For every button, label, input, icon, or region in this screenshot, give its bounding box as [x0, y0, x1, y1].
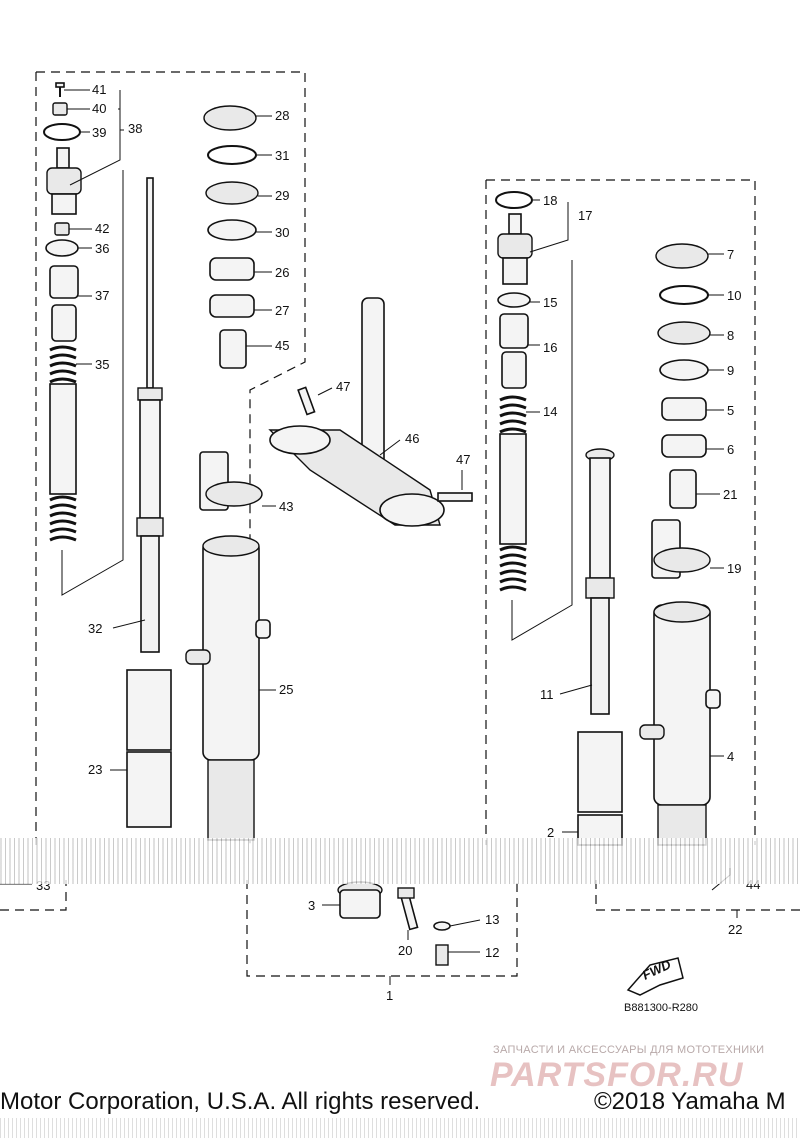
label-22: 22: [728, 922, 742, 937]
label-20: 20: [398, 943, 412, 958]
washer-30: [207, 219, 257, 241]
label-23: 23: [88, 762, 102, 777]
washer-13: [433, 921, 451, 931]
label-38: 38: [128, 121, 142, 136]
seat-15: [497, 292, 531, 308]
seat-36: [45, 239, 79, 257]
fwd-arrow: [626, 957, 684, 996]
damper-rod-11: [585, 448, 615, 715]
label-47b: 47: [456, 452, 470, 467]
label-3: 3: [308, 898, 315, 913]
label-35: 35: [95, 357, 109, 372]
label-1: 1: [386, 988, 393, 1003]
copyright-left: Motor Corporation, U.S.A. All rights res…: [0, 1088, 481, 1115]
part-labels: 41 40 39 38 42 36 37 35 32 23 33 28 31 2…: [36, 82, 760, 1003]
bushing-3: [339, 889, 381, 919]
label-46: 46: [405, 431, 419, 446]
nut-42: [54, 222, 70, 236]
bolt-20-head: [397, 887, 415, 899]
label-40: 40: [92, 101, 106, 116]
guard-19: [651, 519, 711, 579]
copyright-right: ©2018 Yamaha M: [594, 1088, 786, 1115]
damper-rod-32: [136, 177, 164, 653]
label-30: 30: [275, 225, 289, 240]
label-43: 43: [279, 499, 293, 514]
left-fork-parts: [43, 82, 271, 841]
oil-lock-21: [669, 469, 697, 509]
o-ring-18: [495, 191, 533, 209]
reference-code: B881300-R280: [624, 1002, 699, 1014]
label-21: 21: [723, 487, 737, 502]
cap-bolt-17: [497, 213, 533, 285]
label-18: 18: [543, 193, 557, 208]
label-6: 6: [727, 442, 734, 457]
bushing-6: [661, 434, 707, 458]
label-36: 36: [95, 241, 109, 256]
bushing-26: [209, 257, 255, 281]
label-4: 4: [727, 749, 734, 764]
label-37: 37: [95, 288, 109, 303]
watermark-logo: PARTSFOR.RU: [490, 1056, 744, 1094]
seal-28: [203, 105, 257, 131]
fork-spring-35: [49, 345, 77, 542]
label-15: 15: [543, 295, 557, 310]
label-19: 19: [727, 561, 741, 576]
label-47a: 47: [336, 379, 350, 394]
outer-tube-4: [639, 601, 721, 846]
label-29: 29: [275, 188, 289, 203]
label-17: 17: [578, 208, 592, 223]
label-26: 26: [275, 265, 289, 280]
oil-lock-45: [219, 329, 247, 369]
label-9: 9: [727, 363, 734, 378]
guard-43: [199, 451, 263, 511]
label-12: 12: [485, 945, 499, 960]
piece-23a: [126, 669, 172, 751]
label-5: 5: [727, 403, 734, 418]
scan-noise-band: [0, 838, 800, 884]
label-8: 8: [727, 328, 734, 343]
piece-23b: [126, 751, 172, 828]
cap-bolt-38: [46, 147, 82, 215]
spacer-37: [49, 265, 79, 342]
bushing-5: [661, 397, 707, 421]
seal-7: [655, 243, 709, 269]
nut-40: [52, 102, 68, 116]
fork-spring-14: [499, 395, 527, 592]
leader-lines: [0, 89, 738, 985]
bolt-12: [435, 944, 449, 966]
right-fork-parts: [495, 191, 721, 846]
scan-noise-band-bottom: [0, 1118, 800, 1138]
clip-10: [659, 285, 709, 305]
label-13: 13: [485, 912, 499, 927]
spacer-16: [499, 313, 529, 389]
label-11: 11: [540, 687, 554, 702]
seal-29: [205, 181, 259, 205]
label-39: 39: [92, 125, 106, 140]
under-bracket-46: [268, 297, 473, 527]
label-27: 27: [275, 303, 289, 318]
bushing-27: [209, 294, 255, 318]
label-42: 42: [95, 221, 109, 236]
label-32: 32: [88, 621, 102, 636]
o-ring-39: [43, 123, 81, 141]
piece-2a: [577, 731, 623, 813]
label-28: 28: [275, 108, 289, 123]
watermark-tagline: ЗАПЧАСТИ И АКСЕССУАРЫ ДЛЯ МОТОТЕХНИКИ: [493, 1044, 765, 1056]
label-10: 10: [727, 288, 741, 303]
label-41: 41: [92, 82, 106, 97]
label-31: 31: [275, 148, 289, 163]
washer-9: [659, 359, 709, 381]
label-16: 16: [543, 340, 557, 355]
label-2: 2: [547, 825, 554, 840]
label-45: 45: [275, 338, 289, 353]
label-14: 14: [543, 404, 557, 419]
screw-41: [55, 82, 65, 97]
label-25: 25: [279, 682, 293, 697]
bottom-parts: FWD: [337, 881, 684, 996]
label-7: 7: [727, 247, 734, 262]
outer-tube-25: [185, 535, 271, 841]
clip-31: [207, 145, 257, 165]
seal-8: [657, 321, 711, 345]
